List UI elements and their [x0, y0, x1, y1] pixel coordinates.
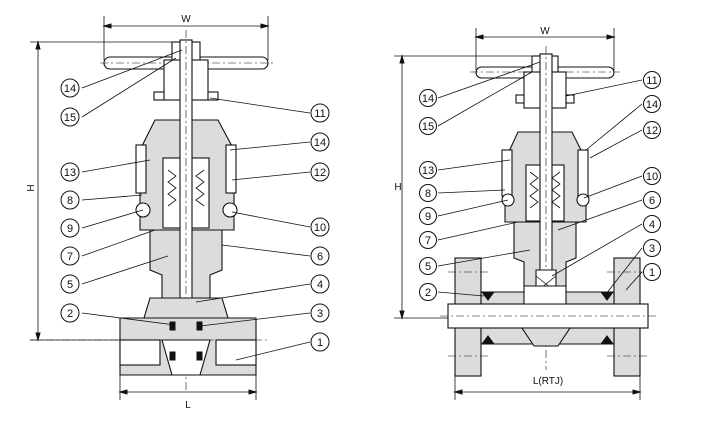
svg-text:2: 2: [67, 308, 73, 320]
svg-text:13: 13: [64, 167, 76, 179]
svg-text:14: 14: [646, 99, 658, 111]
svg-text:5: 5: [425, 261, 431, 273]
svg-text:13: 13: [422, 165, 434, 177]
svg-text:1: 1: [317, 337, 323, 349]
left-length-label: L: [185, 400, 191, 411]
svg-text:8: 8: [425, 188, 431, 200]
left-callout-7: 7: [60, 246, 80, 266]
left-callout-11: 11: [310, 103, 330, 123]
left-callout-8: 8: [60, 190, 80, 210]
left-callout-5: 5: [60, 274, 80, 294]
svg-text:15: 15: [64, 112, 76, 124]
right-callout-12: 12: [643, 121, 661, 139]
left-callout-3: 3: [310, 303, 330, 323]
right-width-label: W: [540, 26, 550, 37]
right-height-label: H: [394, 182, 401, 193]
left-callout-2: 2: [60, 303, 80, 323]
svg-text:11: 11: [646, 75, 657, 87]
right-callout-4: 4: [643, 215, 661, 233]
left-callout-10: 10: [310, 217, 330, 237]
left-callout-1: 1: [310, 332, 330, 352]
left-callout-12: 12: [310, 162, 330, 182]
right-callout-15: 15: [419, 117, 437, 135]
svg-text:11: 11: [314, 108, 325, 120]
svg-text:14: 14: [422, 93, 434, 105]
svg-text:3: 3: [317, 308, 323, 320]
svg-text:1: 1: [649, 267, 655, 279]
svg-text:12: 12: [314, 167, 326, 179]
svg-text:6: 6: [649, 195, 655, 207]
right-length-label: L(RTJ): [533, 376, 563, 387]
left-callout-15: 15: [60, 107, 80, 127]
svg-text:3: 3: [649, 243, 655, 255]
right-callout-5: 5: [419, 257, 437, 275]
right-callout-11: 11: [643, 71, 661, 89]
svg-text:9: 9: [67, 223, 73, 235]
right-callout-1: 1: [643, 263, 661, 281]
svg-text:15: 15: [422, 121, 434, 133]
svg-text:6: 6: [317, 251, 323, 263]
right-callout-14: 14: [419, 89, 437, 107]
svg-text:4: 4: [317, 279, 323, 291]
right-callout-8: 8: [419, 184, 437, 202]
left-height-label: H: [26, 184, 37, 191]
svg-text:7: 7: [67, 251, 73, 263]
right-callout-2: 2: [419, 283, 437, 301]
right-callout-10: 10: [643, 167, 661, 185]
right-callout-7: 7: [419, 231, 437, 249]
svg-text:10: 10: [646, 171, 658, 183]
svg-text:8: 8: [67, 195, 73, 207]
right-valve-view: W H L(RTJ): [394, 26, 661, 400]
svg-text:10: 10: [314, 222, 326, 234]
svg-text:4: 4: [649, 219, 655, 231]
svg-text:7: 7: [425, 235, 431, 247]
left-width-label: W: [181, 14, 191, 25]
left-callout-14: 14: [60, 78, 80, 98]
right-callout-9: 9: [419, 207, 437, 225]
right-callout-14b: 14: [643, 95, 661, 113]
left-valve-view: W H L: [26, 14, 330, 411]
left-callout-6: 6: [310, 246, 330, 266]
svg-text:5: 5: [67, 279, 73, 291]
svg-text:2: 2: [425, 287, 431, 299]
left-callout-4: 4: [310, 274, 330, 294]
right-callout-3: 3: [643, 239, 661, 257]
svg-text:14: 14: [64, 83, 76, 95]
right-callout-13: 13: [419, 161, 437, 179]
svg-text:12: 12: [646, 125, 658, 137]
left-callout-14b: 14: [310, 132, 330, 152]
left-callout-9: 9: [60, 218, 80, 238]
right-callout-6: 6: [643, 191, 661, 209]
svg-text:9: 9: [425, 211, 431, 223]
svg-text:14: 14: [314, 137, 326, 149]
left-callout-13: 13: [60, 162, 80, 182]
